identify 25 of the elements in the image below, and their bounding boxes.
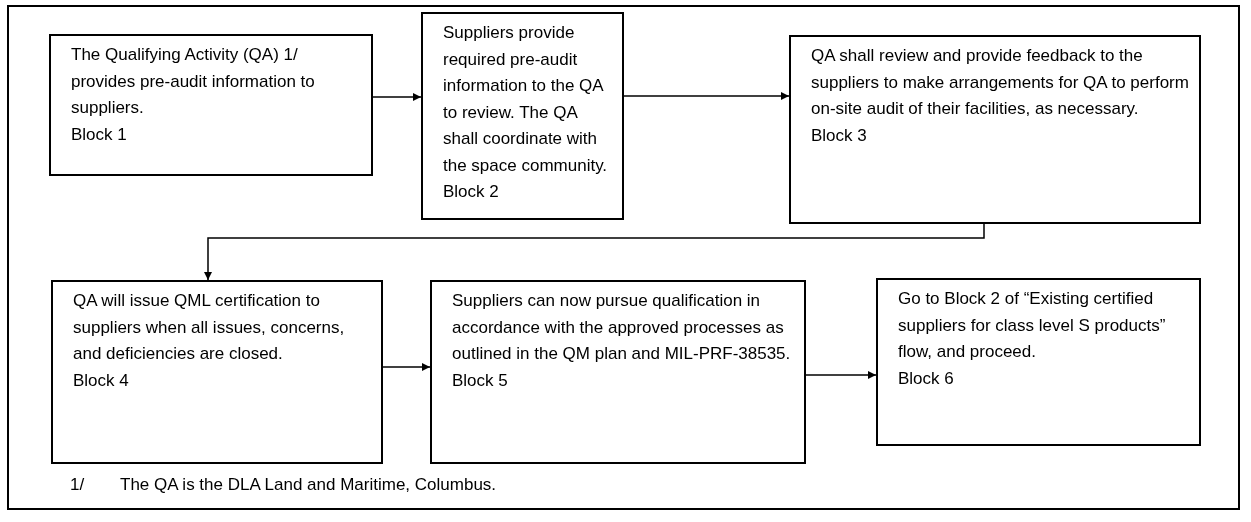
block-number: Block 6	[898, 367, 955, 390]
step-description: QA shall review and provide feedback to the suppliers to make arrangements for QA to perform on-site audit of their facilities, as necessary.	[811, 45, 1190, 120]
footnote-text: The QA is the DLA Land and Maritime, Columbus.	[120, 474, 497, 496]
arrow	[372, 93, 422, 101]
step-description: Suppliers can now pursue qualification in accordance with the approved processes as outlined in the QM plan and MIL-PRF-38535.	[452, 290, 792, 365]
block-number: Block 5	[452, 369, 509, 392]
process-box	[49, 34, 373, 176]
block-number: Block 2	[443, 181, 500, 203]
step-description: The Qualifying Activity (QA) 1/ provides pre-audit information to suppliers.	[71, 44, 316, 119]
block-number: Block 4	[73, 369, 130, 392]
arrow	[204, 223, 985, 281]
step-description: Go to Block 2 of “Existing certified suppliers for class level S products” flow, and proceed.	[898, 288, 1167, 363]
process-box	[876, 278, 1201, 446]
process-box	[51, 280, 383, 464]
arrow	[623, 92, 790, 100]
block-number: Block 3	[811, 124, 868, 147]
step-description: QA will issue QML certification to suppliers when all issues, concerns, and deficiencies are closed.	[73, 290, 346, 365]
process-box	[421, 12, 624, 220]
process-box	[430, 280, 806, 464]
arrow	[382, 363, 431, 371]
footnote-marker: 1/	[70, 474, 85, 496]
step-description: Suppliers provide required pre-audit information to the QA to review. The QA shall coordinate with the space community.	[443, 22, 609, 177]
process-box	[789, 35, 1201, 224]
arrow	[805, 371, 877, 379]
block-number: Block 1	[71, 123, 128, 146]
